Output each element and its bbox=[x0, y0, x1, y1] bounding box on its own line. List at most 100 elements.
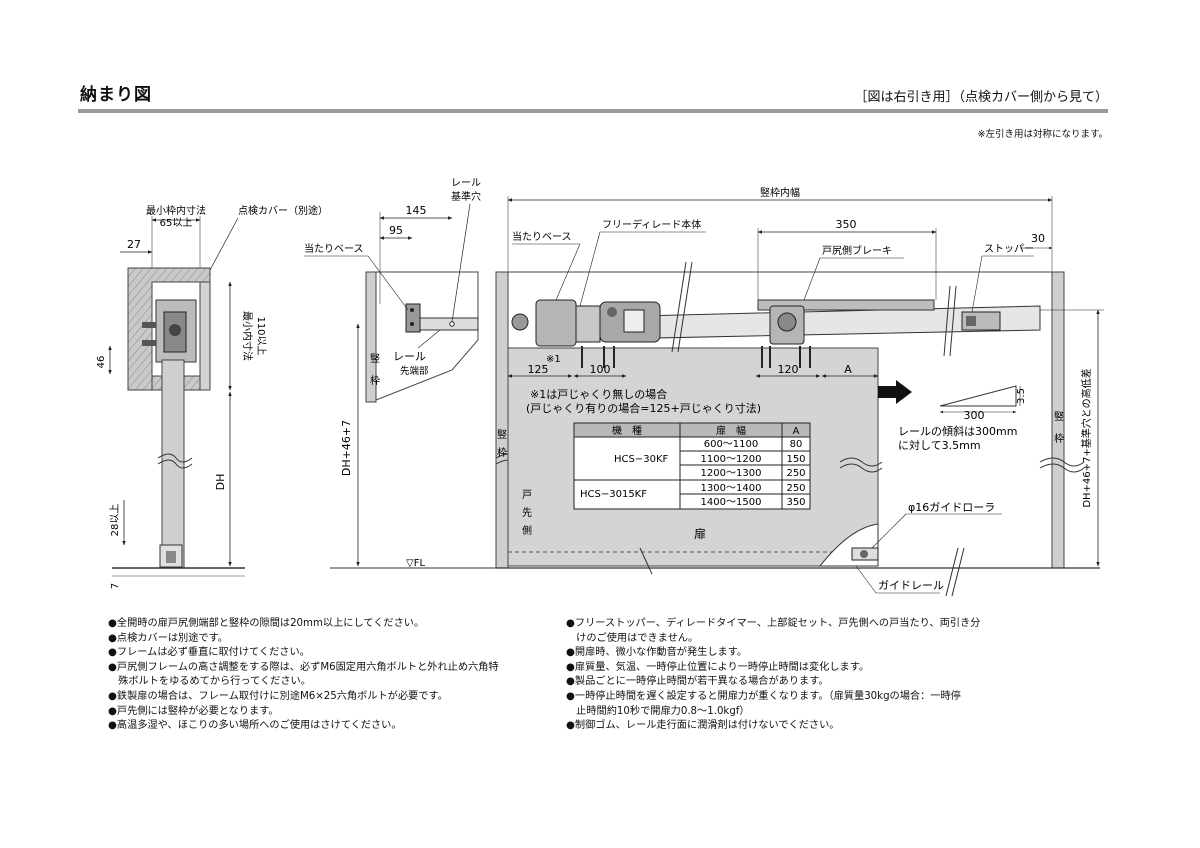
dim-95: 95 bbox=[389, 224, 403, 237]
dim-100: 100 bbox=[590, 363, 611, 376]
min-inner-height-value: 110以上 bbox=[255, 316, 267, 355]
table-model-1: HCS−30KF bbox=[614, 454, 669, 465]
note-right-5: ●製品ごとに一時停止時間が若干異なる場合があります。 bbox=[566, 676, 829, 688]
table-header-width: 扉 幅 bbox=[716, 424, 746, 437]
dim-120: 120 bbox=[778, 363, 799, 376]
note-right-2: けのご使用はできません。 bbox=[566, 632, 699, 644]
table-a-3: 250 bbox=[786, 468, 805, 479]
table-a-2: 150 bbox=[786, 454, 805, 465]
free-delay-body-label: フリーディレード本体 bbox=[602, 218, 701, 231]
dim-7: 7 bbox=[110, 583, 121, 589]
door-tip-2: 先 bbox=[522, 507, 532, 519]
table-width-2: 1100〜1200 bbox=[701, 454, 762, 465]
guide-roller-label: φ16ガイドローラ bbox=[908, 501, 995, 514]
stop-base-unit bbox=[535, 299, 577, 347]
table-width-5: 1400〜1500 bbox=[701, 497, 762, 508]
slope-triangle bbox=[939, 385, 1017, 407]
wood-frame bbox=[127, 267, 211, 391]
header-rule bbox=[78, 109, 1108, 113]
frame-v1: 竪 bbox=[370, 353, 380, 365]
rail-ref-label: レール bbox=[451, 178, 481, 189]
dim-28: 28以上 bbox=[109, 504, 121, 537]
left-frame-post bbox=[495, 271, 509, 569]
stop-base-label-left: 当たりベース bbox=[304, 242, 364, 255]
note-right-3: ●開扉時、微小な作動音が発生します。 bbox=[566, 647, 748, 659]
note-mark: ※1 bbox=[546, 354, 561, 365]
stop-base-label: 当たりベース bbox=[512, 230, 572, 243]
notes-left: ●全開時の扉戸尻側端部と竪枠の隙間は20mm以上にしてください。 ●点検カバーは… bbox=[108, 617, 499, 734]
front-view: 3.5 300 レールの傾斜は300mm に対して3.5mm 竪枠内幅 当たりベ… bbox=[495, 186, 1104, 597]
dim-350: 350 bbox=[836, 218, 857, 231]
note-right-8: ●制御ゴム、レール走行面に潤滑剤は付けないでください。 bbox=[566, 720, 840, 732]
note-right-6: ●一時停止時間を遅く設定すると開扉力が重くなります。（扉質量30kgの場合：一時… bbox=[566, 690, 961, 702]
rack-gear bbox=[757, 299, 935, 311]
table-header-a: A bbox=[793, 426, 800, 437]
min-inner-height-label: 最小内寸法 bbox=[241, 311, 254, 361]
table-a-4: 250 bbox=[786, 483, 805, 494]
section-door bbox=[161, 359, 185, 569]
table-a-5: 350 bbox=[786, 497, 805, 508]
dim-46: 46 bbox=[96, 356, 107, 369]
note-left-2: ●点検カバーは別途です。 bbox=[108, 632, 228, 644]
note-right-4: ●扉質量、気温、一時停止位置により一時停止時間は変化します。 bbox=[566, 661, 870, 673]
table-width-3: 1200〜1300 bbox=[701, 468, 762, 479]
note-left-1: ●全開時の扉戸尻側端部と竪枠の隙間は20mm以上にしてください。 bbox=[108, 618, 425, 629]
table-header-model: 機 種 bbox=[612, 424, 642, 437]
slope-dim-300: 300 bbox=[964, 409, 985, 422]
dim-dh: DH bbox=[214, 474, 227, 491]
frame-inner-width-label: 竪枠内幅 bbox=[760, 186, 800, 199]
section-view: 最小枠内寸法 65以上 27 点検カバー（別途） 46 最小内寸法 110以上 … bbox=[96, 204, 328, 589]
frame-right-1: 竪 bbox=[1054, 411, 1064, 423]
page-title: 納まり図 bbox=[80, 85, 152, 105]
slope-dim-3-5: 3.5 bbox=[1016, 388, 1027, 404]
dim-145: 145 bbox=[406, 204, 427, 217]
note1-line1: ※1は戸じゃくり無しの場合 bbox=[530, 387, 667, 401]
door-tip-3: 側 bbox=[522, 524, 532, 537]
frame-v2: 枠 bbox=[370, 374, 380, 387]
note-left-4: ●戸尻側フレームの高さ調整をする際は、必ずM6固定用六角ボルトと外れ止め六角特 bbox=[108, 661, 499, 673]
note-left-6: ●鉄製扉の場合は、フレーム取付けに別途M6×25六角ボルトが必要です。 bbox=[108, 690, 448, 702]
view-note: ［図は右引き用］（点検カバー側から見て） bbox=[854, 90, 1108, 105]
table-a-1: 80 bbox=[790, 439, 803, 450]
symmetry-note: ※左引き用は対称になります。 bbox=[977, 129, 1108, 140]
stopper-label: ストッパー bbox=[984, 243, 1034, 255]
frame-left-1: 竪 bbox=[497, 429, 507, 441]
table-width-1: 600〜1100 bbox=[704, 439, 759, 450]
note1-line2: (戸じゃくり有りの場合=125+戸じゃくり寸法) bbox=[526, 401, 761, 415]
slope-note-2: に対して3.5mm bbox=[898, 438, 981, 452]
rail-tip-sub-label: 先端部 bbox=[400, 365, 429, 377]
table-model-2: HCS−3015KF bbox=[580, 489, 647, 500]
dim-a: A bbox=[844, 363, 852, 376]
min-frame-inner-value: 65以上 bbox=[160, 217, 193, 229]
dim-dh-plus: DH+46+7 bbox=[340, 420, 353, 476]
door-label: 扉 bbox=[694, 527, 706, 541]
opening-direction-arrow bbox=[878, 380, 912, 404]
rail-tip-label: レール bbox=[393, 350, 426, 363]
slope-note-1: レールの傾斜は300mm bbox=[898, 424, 1017, 438]
note-left-5: 殊ボルトをゆるめてから行ってください。 bbox=[108, 676, 311, 688]
note-right-1: ●フリーストッパー、ディレードタイマー、上部錠セット、戸先側への戸当たり、両引き… bbox=[566, 618, 981, 629]
notes-right: ●フリーストッパー、ディレードタイマー、上部錠セット、戸先側への戸当たり、両引き… bbox=[566, 617, 980, 734]
dim-27: 27 bbox=[127, 238, 141, 251]
min-frame-inner-label: 最小枠内寸法 bbox=[146, 204, 206, 217]
rail-end-view: レール 基準穴 145 95 当たりベース レール 先端部 竪 枠 DH+46+… bbox=[304, 178, 496, 569]
note-left-3: ●フレームは必ず垂直に取付けてください。 bbox=[108, 647, 310, 659]
table-width-4: 1300〜1400 bbox=[701, 483, 762, 494]
note-left-8: ●高温多湿や、ほこりの多い場所へのご使用はさけてください。 bbox=[108, 720, 402, 732]
door-end-brake-label: 戸尻側ブレーキ bbox=[822, 244, 892, 257]
note-right-7: 止時間約10秒で開扉力0.8〜1.0kgf） bbox=[566, 705, 750, 717]
frame-right-2: 枠 bbox=[1054, 432, 1064, 445]
guide-rail-label: ガイドレール bbox=[878, 579, 944, 592]
note-left-7: ●戸先側には竪枠が必要となります。 bbox=[108, 705, 279, 717]
dim-125: 125 bbox=[528, 363, 549, 376]
door-tip-1: 戸 bbox=[522, 489, 532, 501]
floor-level-label: ▽FL bbox=[406, 558, 425, 569]
rail-ref-hole-label: 基準穴 bbox=[451, 190, 481, 203]
inspection-cover-panel bbox=[199, 281, 211, 391]
frame-left-2: 枠 bbox=[497, 446, 507, 459]
rail-stop-base bbox=[405, 303, 421, 333]
inspection-cover-label: 点検カバー（別途） bbox=[238, 204, 328, 217]
right-height-dim: DH+46+7+基準穴との高低差 bbox=[1080, 368, 1093, 507]
spec-table: 機 種 扉 幅 A HCS−30KF HCS−3015KF 600〜1100 8… bbox=[573, 422, 811, 510]
